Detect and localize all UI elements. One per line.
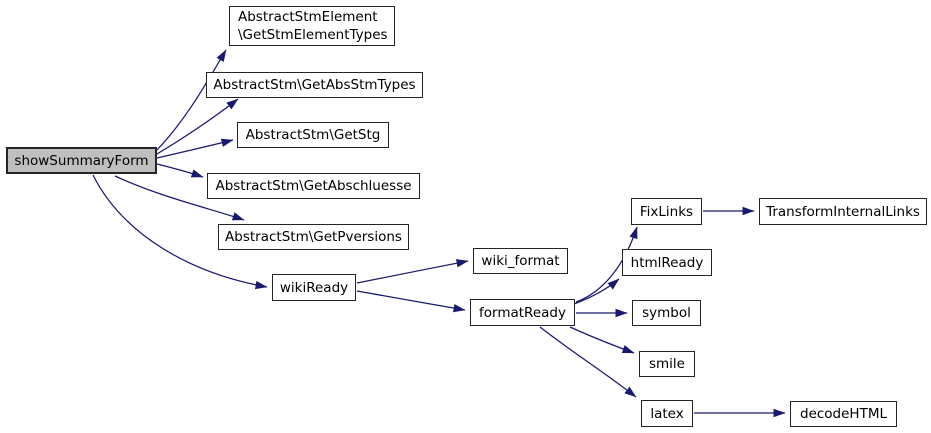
node-formatReady[interactable]: formatReady [470, 299, 575, 326]
edge-wikiReady-wiki_format [356, 259, 469, 284]
edge-formatReady-htmlReady [573, 278, 620, 305]
edge-showSummaryForm-absStmTypes [156, 98, 239, 155]
edge-showSummaryForm-getStg [156, 138, 234, 159]
node-symbol[interactable]: symbol [632, 300, 701, 326]
node-label: latex [650, 405, 684, 422]
node-wiki_format[interactable]: wiki_format [473, 248, 568, 274]
node-htmlReady[interactable]: htmlReady [622, 249, 712, 276]
node-latex[interactable]: latex [641, 400, 693, 427]
node-label: wiki_format [481, 253, 560, 269]
node-decodeHTML[interactable]: decodeHTML [790, 401, 897, 427]
node-transformInternalLinks[interactable]: TransformInternalLinks [759, 198, 927, 225]
node-label: AbstractStm\GetAbsStmTypes [213, 77, 416, 93]
node-label: decodeHTML [800, 406, 887, 422]
node-label: symbol [642, 305, 691, 321]
node-fixLinks[interactable]: FixLinks [631, 198, 702, 225]
node-label: AbstractStmElement [238, 9, 378, 25]
node-smile[interactable]: smile [639, 351, 695, 377]
node-label: formatReady [479, 304, 566, 321]
node-label: showSummaryForm [14, 152, 149, 169]
node-label: wikiReady [279, 279, 349, 296]
node-label: TransformInternalLinks [766, 203, 920, 220]
node-wikiReady[interactable]: wikiReady [272, 274, 356, 301]
edge-showSummaryForm-getAbschluesse [156, 163, 204, 178]
edge-formatReady-latex [539, 326, 637, 398]
node-absStmTypes[interactable]: AbstractStm\GetAbsStmTypes [206, 72, 423, 98]
edge-wikiReady-formatReady [356, 290, 466, 313]
node-label: AbstractStm\GetPversions [225, 229, 402, 245]
node-getAbschluesse[interactable]: AbstractStm\GetAbschluesse [207, 173, 420, 199]
node-label: \GetStmElementTypes [238, 27, 388, 43]
node-stmElementTypes[interactable]: AbstractStmElement \GetStmElementTypes [229, 6, 395, 46]
node-getPversions[interactable]: AbstractStm\GetPversions [218, 224, 409, 250]
node-label: AbstractStm\GetAbschluesse [215, 178, 412, 194]
node-label: FixLinks [639, 203, 694, 220]
node-label: smile [649, 356, 685, 372]
node-label: AbstractStm\GetStg [245, 127, 381, 143]
node-label: htmlReady [630, 254, 704, 271]
node-getStg[interactable]: AbstractStm\GetStg [237, 122, 389, 148]
edge-formatReady-smile [569, 326, 635, 354]
node-showSummaryForm: showSummaryForm [6, 147, 157, 174]
edge-showSummaryForm-stmElementTypes [155, 49, 227, 152]
